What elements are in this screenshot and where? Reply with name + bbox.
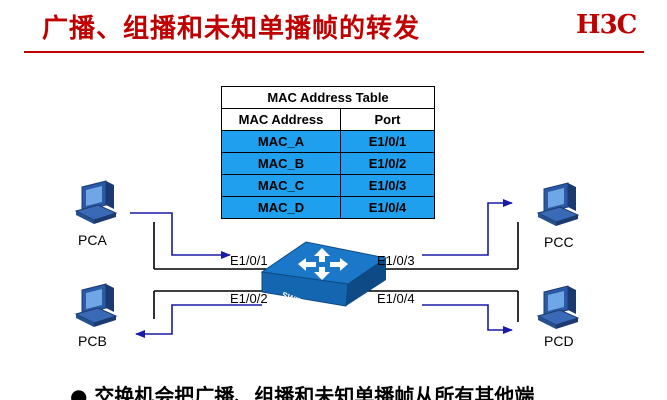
pc-label-pca: PCA <box>78 232 107 248</box>
bullet-point: ● 交换机会把广播、组播和未知单播帧从所有其他端 <box>70 380 534 400</box>
switch-arrows-icon <box>298 248 348 280</box>
computer-icon-pcd <box>537 285 579 330</box>
column-header-mac: MAC Address <box>221 108 341 131</box>
port-cell: E1/0/4 <box>340 196 435 219</box>
frame-in-arrow <box>130 212 231 259</box>
port-label-e1-0-2: E1/0/2 <box>230 291 268 306</box>
mac-cell: MAC_A <box>221 130 341 153</box>
h3c-logo: H3C <box>576 10 637 40</box>
mac-cell: MAC_C <box>221 174 341 197</box>
table-row: MAC_A E1/0/1 <box>221 130 435 153</box>
port-label-e1-0-3: E1/0/3 <box>377 253 415 268</box>
port-cell: E1/0/3 <box>340 174 435 197</box>
mac-address-table: MAC Address Table MAC Address Port MAC_A… <box>221 86 435 219</box>
computer-icon-pca <box>75 180 117 225</box>
mac-cell: MAC_D <box>221 196 341 219</box>
port-label-e1-0-1: E1/0/1 <box>230 253 268 268</box>
port-cell: E1/0/1 <box>340 130 435 153</box>
switch-device <box>260 241 388 307</box>
table-row: MAC_D E1/0/4 <box>221 196 435 219</box>
mac-cell: MAC_B <box>221 152 341 175</box>
flood-arrow-pcb <box>135 304 262 338</box>
title-divider <box>24 51 644 53</box>
flood-arrow-pcc <box>422 199 513 256</box>
flood-arrow-pcd <box>422 304 513 334</box>
bullet-text: 交换机会把广播、组播和未知单播帧从所有其他端 <box>94 384 535 400</box>
pc-label-pcc: PCC <box>544 234 574 250</box>
slide-title: 广播、组播和未知单播帧的转发 <box>42 14 421 44</box>
table-caption: MAC Address Table <box>221 86 435 109</box>
computer-icon-pcb <box>75 283 117 328</box>
computer-icon-pcc <box>537 182 579 227</box>
port-label-e1-0-4: E1/0/4 <box>377 291 415 306</box>
table-row: MAC_C E1/0/3 <box>221 174 435 197</box>
pc-label-pcd: PCD <box>544 333 574 349</box>
pc-label-pcb: PCB <box>78 333 107 349</box>
